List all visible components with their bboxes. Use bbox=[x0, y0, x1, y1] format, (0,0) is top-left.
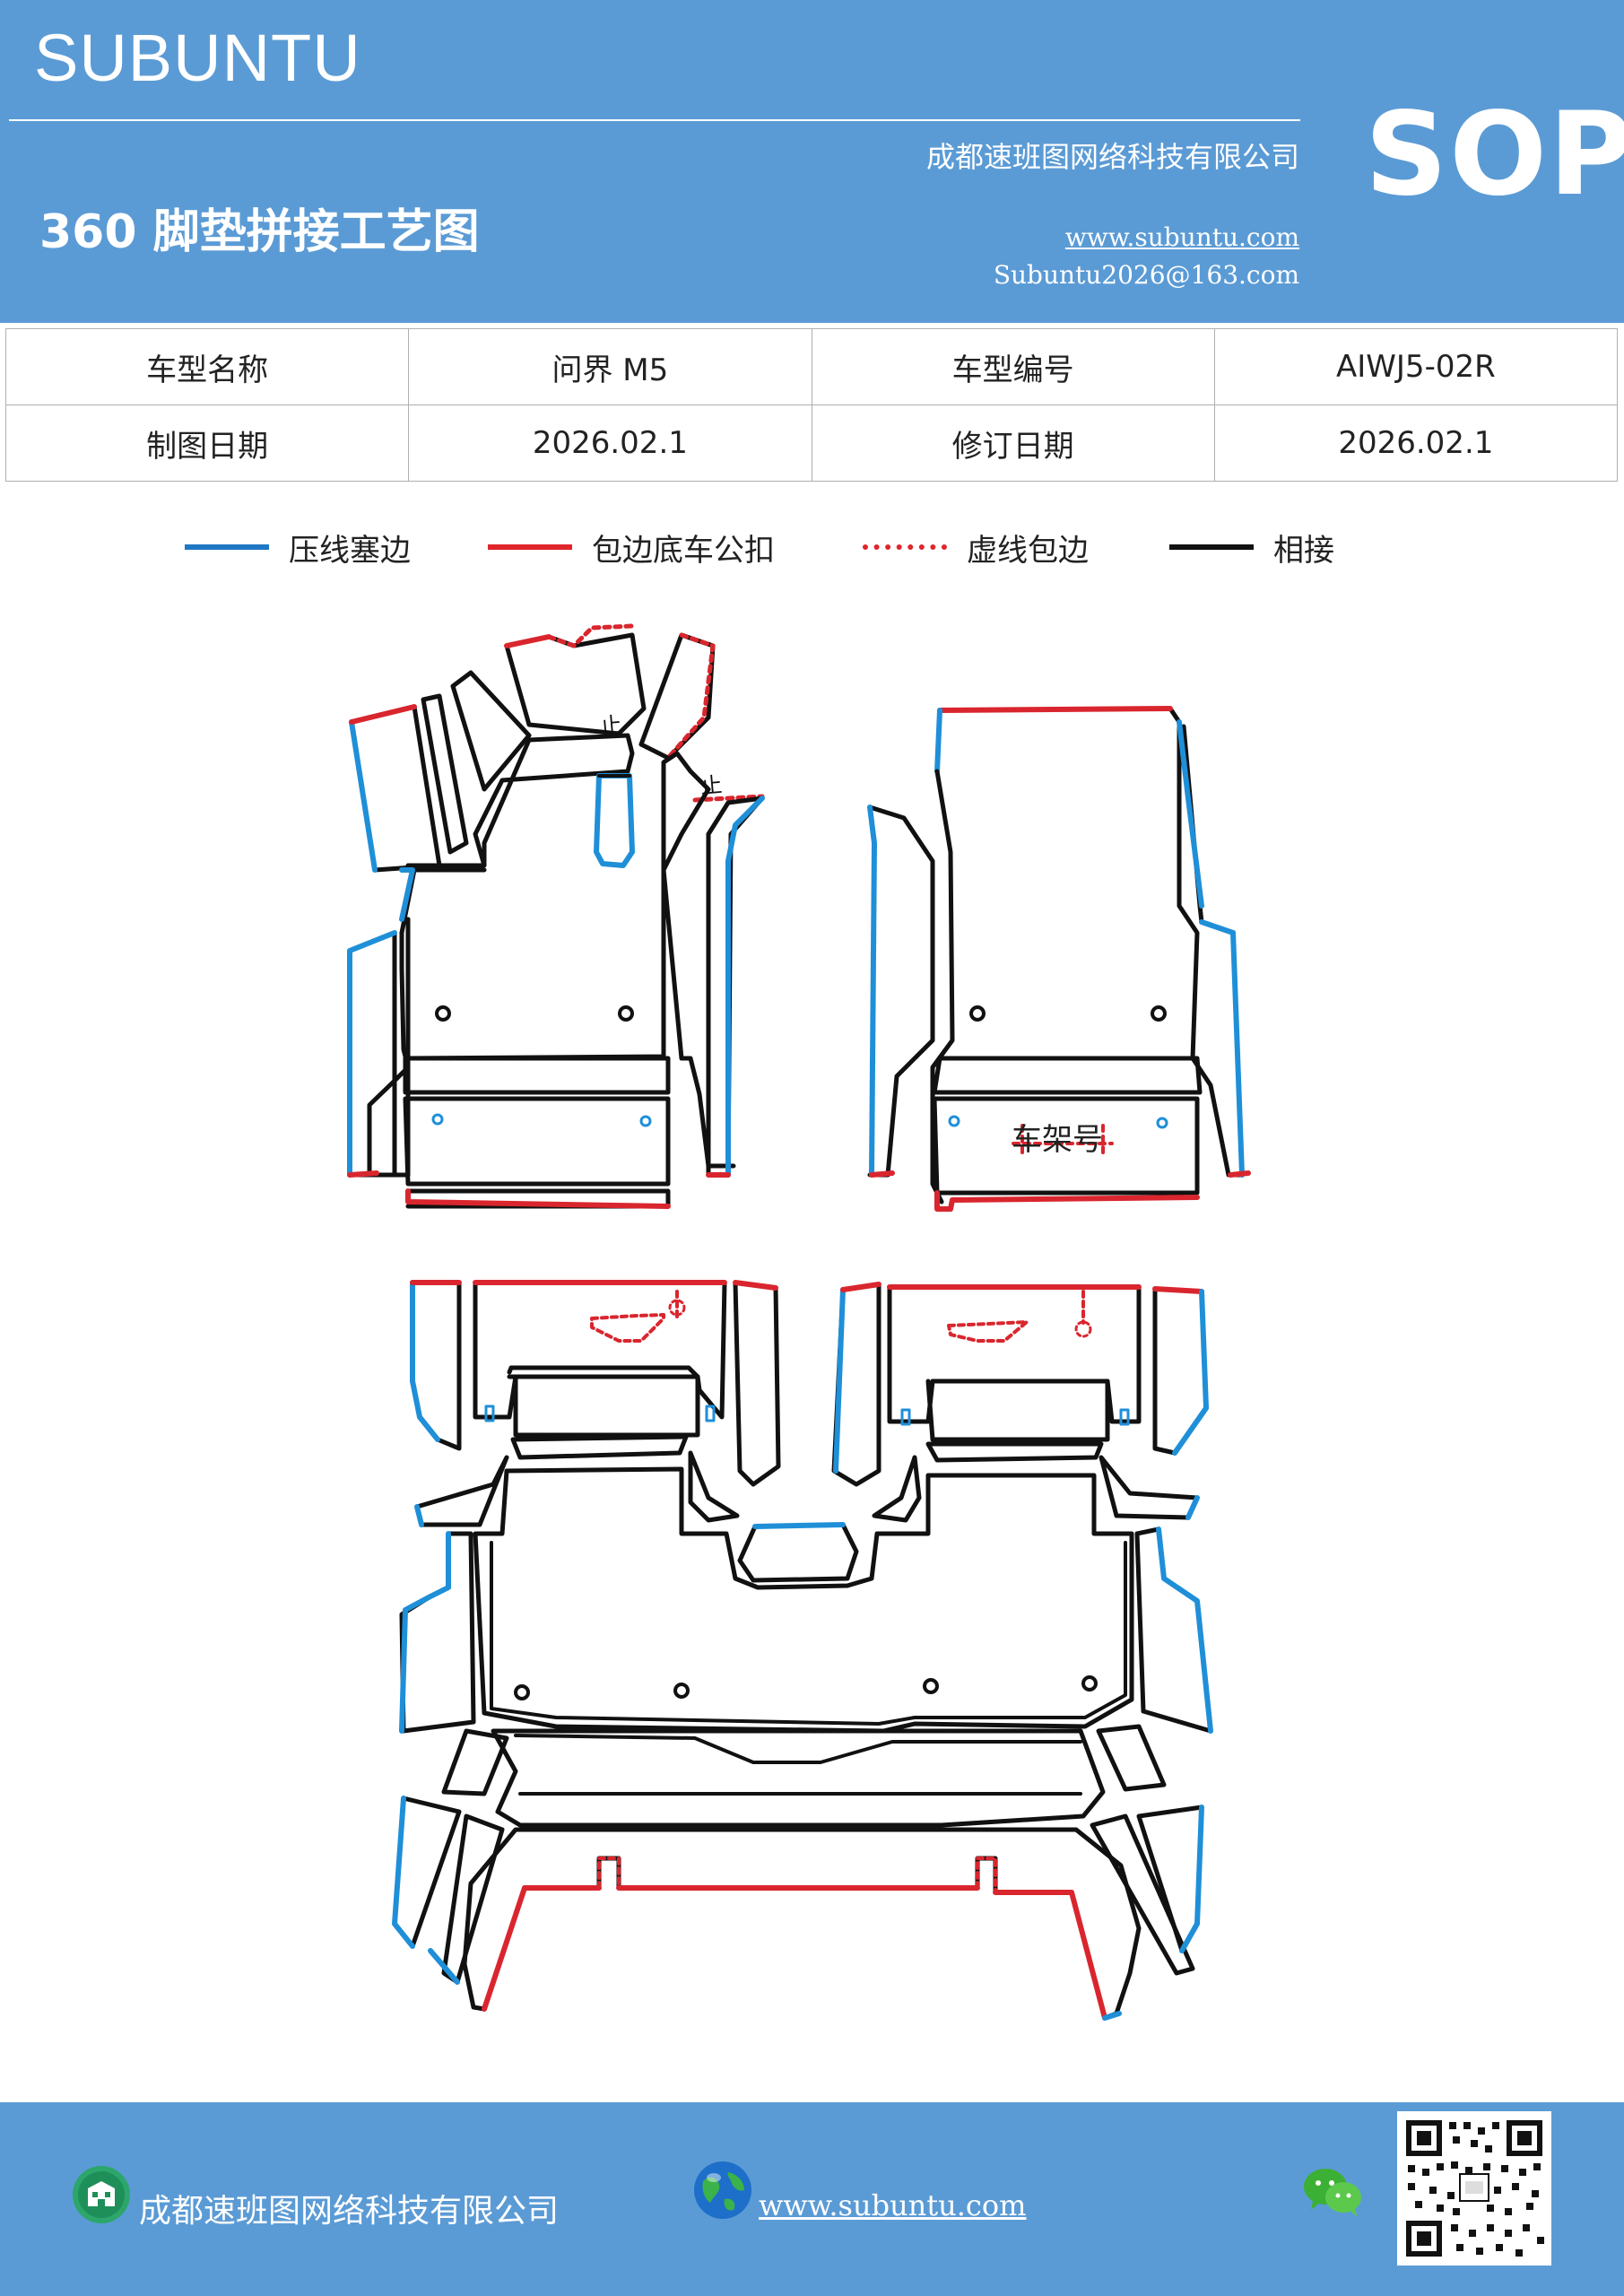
building-icon bbox=[73, 2166, 130, 2223]
email-address: Subuntu2026@163.com bbox=[993, 260, 1299, 290]
revise-date-value: 2026.02.1 bbox=[1213, 404, 1619, 482]
company-name: 成都速班图网络科技有限公司 bbox=[925, 140, 1299, 174]
brand-name: SUBUNTU bbox=[34, 21, 361, 95]
front-right-mat: 车架号 bbox=[867, 706, 1251, 1212]
table-row: 制图日期 2026.02.1 修订日期 2026.02.1 bbox=[4, 404, 1619, 482]
legend-item-join: 相接 bbox=[1169, 520, 1334, 574]
red-dotted-swatch bbox=[863, 544, 947, 550]
wechat-icon[interactable] bbox=[1302, 2165, 1365, 2219]
blue-line-swatch bbox=[185, 544, 269, 550]
revise-date-label: 修订日期 bbox=[811, 404, 1215, 482]
document-title: 360 脚垫拼接工艺图 bbox=[39, 205, 480, 259]
svg-text:止: 止 bbox=[699, 772, 723, 799]
footer-banner: 成都速班图网络科技有限公司 www.subuntu.com bbox=[0, 2102, 1624, 2296]
front-left-mat: 止 止 bbox=[347, 623, 765, 1209]
frame-number-label: 车架号 bbox=[1012, 1122, 1103, 1158]
sop-badge: SOP bbox=[1365, 88, 1624, 222]
info-table: 车型名称 问界 M5 车型编号 AIWJ5-02R 制图日期 2026.02.1… bbox=[4, 328, 1619, 482]
qr-code-icon bbox=[1397, 2111, 1551, 2266]
legend: 压线塞边 包边底车公扣 虚线包边 相接 bbox=[0, 520, 1624, 574]
model-name-label: 车型名称 bbox=[4, 328, 410, 405]
footer-company-name: 成都速班图网络科技有限公司 bbox=[139, 2193, 560, 2230]
website-link[interactable]: www.subuntu.com bbox=[1064, 222, 1299, 252]
header-divider bbox=[9, 119, 1300, 121]
globe-icon bbox=[694, 2161, 751, 2219]
red-line-swatch bbox=[488, 544, 572, 550]
black-line-swatch bbox=[1169, 544, 1254, 550]
legend-item-wrap-buckle: 包边底车公扣 bbox=[488, 520, 775, 574]
header-banner: SUBUNTU 成都速班图网络科技有限公司 360 脚垫拼接工艺图 www.su… bbox=[0, 0, 1624, 323]
draw-date-label: 制图日期 bbox=[4, 404, 410, 482]
rear-mat bbox=[392, 1280, 1213, 2021]
footer-website-link[interactable]: www.subuntu.com bbox=[759, 2188, 1027, 2222]
table-row: 车型名称 问界 M5 车型编号 AIWJ5-02R bbox=[4, 328, 1619, 405]
model-name-value: 问界 M5 bbox=[408, 328, 812, 405]
draw-date-value: 2026.02.1 bbox=[408, 404, 812, 482]
svg-text:止: 止 bbox=[599, 712, 622, 739]
model-code-value: AIWJ5-02R bbox=[1213, 328, 1619, 405]
legend-item-dashed-wrap: 虚线包边 bbox=[863, 520, 1089, 574]
model-code-label: 车型编号 bbox=[811, 328, 1215, 405]
mat-splicing-diagram: 止 止 车架号 bbox=[347, 623, 1251, 2021]
legend-item-press-seam: 压线塞边 bbox=[185, 520, 411, 574]
